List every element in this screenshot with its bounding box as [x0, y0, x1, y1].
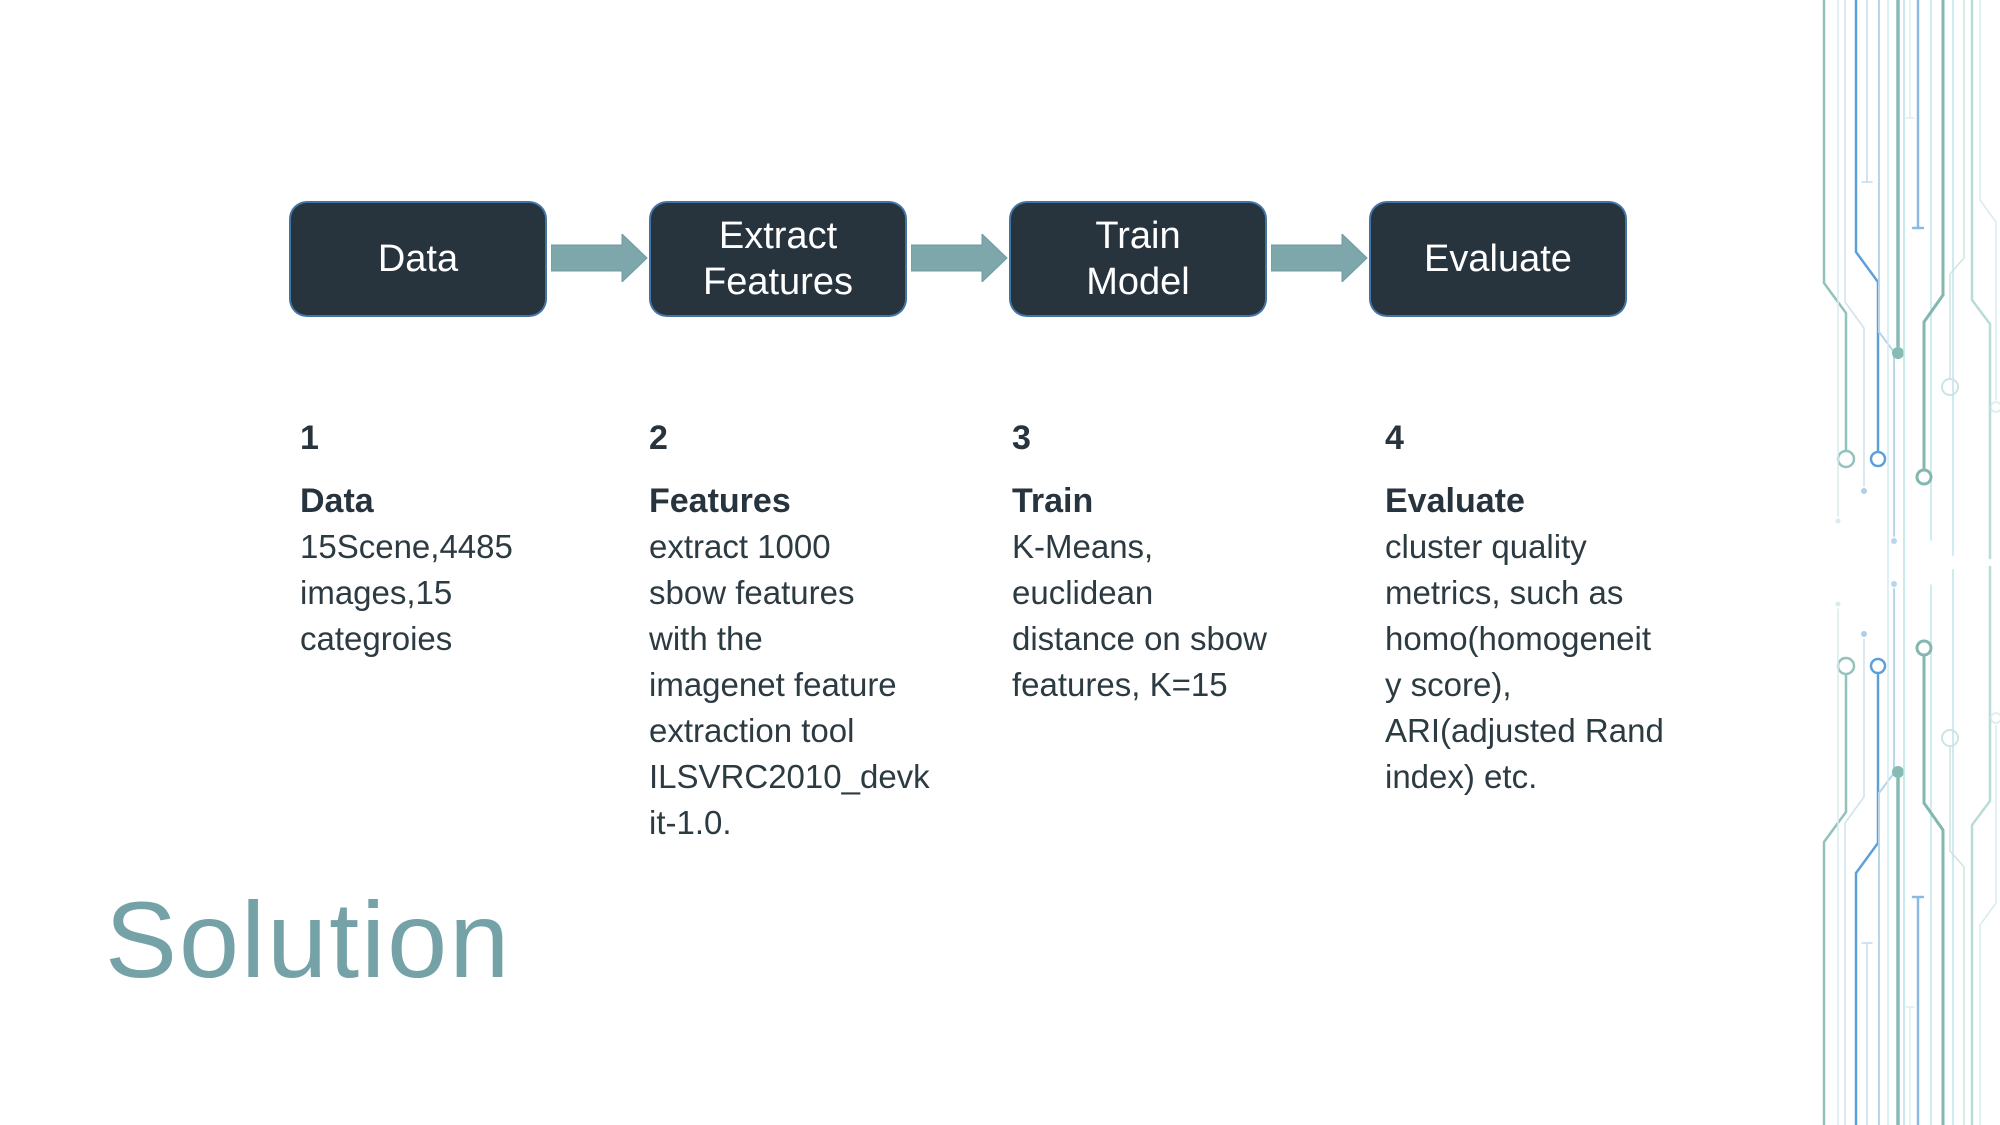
step-body: K-Means, euclidean distance on sbow feat…: [1012, 528, 1267, 703]
step-body: 15Scene,4485 images,15 categroies: [300, 528, 513, 657]
step-number: 2: [649, 419, 668, 457]
step-column-1: 1 Data 15Scene,4485 images,15 categroies: [300, 418, 660, 662]
step-heading: Evaluate: [1385, 482, 1525, 520]
flow-box-train-model: Train Model: [1009, 201, 1267, 317]
flow-arrow-icon: [1271, 234, 1368, 282]
step-heading: Features: [649, 482, 791, 520]
step-number: 3: [1012, 419, 1031, 457]
step-body: cluster quality metrics, such as homo(ho…: [1385, 528, 1664, 795]
step-column-2: 2 Features extract 1000 sbow features wi…: [649, 418, 1009, 846]
step-column-3: 3 Train K-Means, euclidean distance on s…: [1012, 418, 1372, 708]
step-heading: Train: [1012, 482, 1094, 520]
flow-arrow-icon: [551, 234, 648, 282]
slide-title: Solution: [105, 879, 512, 1000]
step-number: 4: [1385, 419, 1404, 457]
step-number: 1: [300, 419, 319, 457]
step-heading: Data: [300, 482, 374, 520]
flow-box-data: Data: [289, 201, 547, 317]
flow-box-evaluate: Evaluate: [1369, 201, 1627, 317]
step-body: extract 1000 sbow features with the imag…: [649, 528, 930, 841]
flow-box-extract-features: Extract Features: [649, 201, 907, 317]
step-column-4: 4 Evaluate cluster quality metrics, such…: [1385, 418, 1745, 800]
flow-arrow-icon: [911, 234, 1008, 282]
circuit-board-decoration-icon: [1822, 0, 2000, 1125]
